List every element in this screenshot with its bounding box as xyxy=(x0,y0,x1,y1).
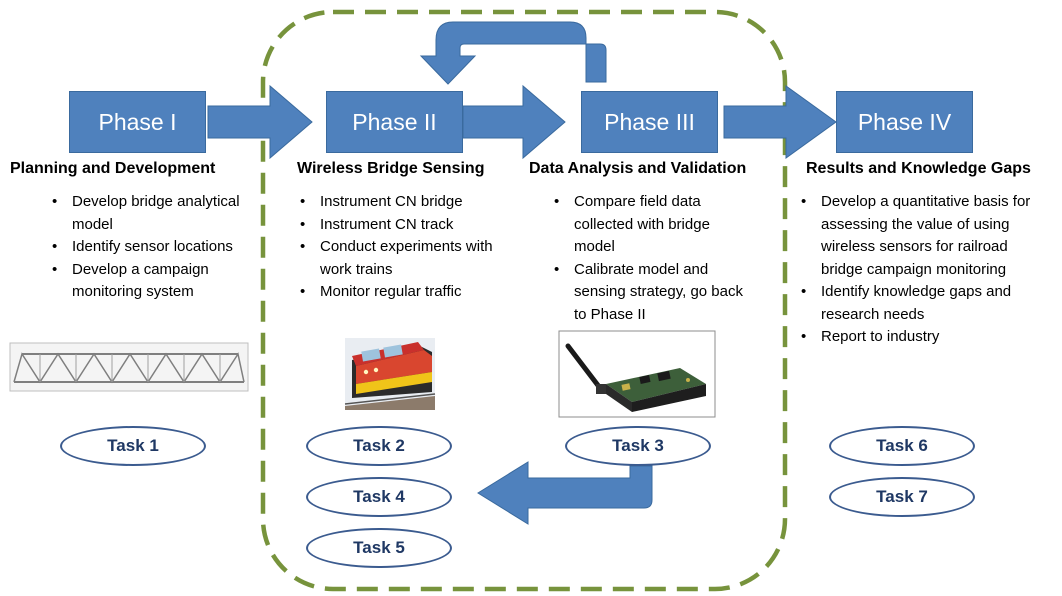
task-6-ellipse: Task 6 xyxy=(829,426,975,466)
phase-1-label: Phase I xyxy=(98,108,177,135)
phase-4-label: Phase IV xyxy=(857,108,952,135)
phase-2-bullets: Instrument CN bridge Instrument CN track… xyxy=(296,191,511,304)
phase-4-bullet: Develop a quantitative basis for assessi… xyxy=(797,191,1037,281)
phase-1-bullet: Identify sensor locations xyxy=(48,236,248,259)
truss-bridge-illustration xyxy=(9,342,249,392)
phase-4-bullet: Identify knowledge gaps and research nee… xyxy=(797,281,1037,326)
phase-2-bullet: Conduct experiments with work trains xyxy=(296,236,511,281)
phase-group-dashed-border xyxy=(260,9,788,592)
task-5-ellipse: Task 5 xyxy=(306,528,452,568)
arrow-task3-to-task4 xyxy=(477,461,653,525)
train-locomotive-illustration xyxy=(344,338,436,410)
phase-2-bullet: Instrument CN bridge xyxy=(296,191,511,214)
task-4-ellipse: Task 4 xyxy=(306,477,452,517)
phase-1-bullets: Develop bridge analytical model Identify… xyxy=(48,191,248,304)
task-7-ellipse: Task 7 xyxy=(829,477,975,517)
phase-4-heading: Results and Knowledge Gaps xyxy=(806,160,1031,177)
phase-1-bullet: Develop bridge analytical model xyxy=(48,191,248,236)
task-2-ellipse: Task 2 xyxy=(306,426,452,466)
phase-2-bullet: Monitor regular traffic xyxy=(296,281,511,304)
phase-1-bullet: Develop a campaign monitoring system xyxy=(48,259,248,304)
phase-4-bullet: Report to industry xyxy=(797,326,1037,349)
phase-2-bullet: Instrument CN track xyxy=(296,214,511,237)
phase-3-bullets: Compare field data collected with bridge… xyxy=(550,191,750,326)
phase-3-label: Phase III xyxy=(604,108,695,135)
phase-4-box: Phase IV xyxy=(836,91,973,153)
arrow-feedback-phase3-to-phase2 xyxy=(419,21,607,85)
phase-3-box: Phase III xyxy=(581,91,718,153)
phase-4-bullets: Develop a quantitative basis for assessi… xyxy=(797,191,1037,349)
phase-2-box: Phase II xyxy=(326,91,463,153)
phase-2-label: Phase II xyxy=(352,108,437,135)
phase-3-heading: Data Analysis and Validation xyxy=(529,160,747,177)
phase-1-box: Phase I xyxy=(69,91,206,153)
phase-1-heading: Planning and Development xyxy=(10,160,216,177)
phase-2-heading: Wireless Bridge Sensing xyxy=(297,160,485,177)
arrow-phase1-to-phase2 xyxy=(207,84,313,160)
task-1-ellipse: Task 1 xyxy=(60,426,206,466)
wireless-sensor-board-illustration xyxy=(558,330,716,418)
arrow-phase3-to-phase4 xyxy=(723,85,837,159)
task-3-ellipse: Task 3 xyxy=(565,426,711,466)
phase-3-bullet: Calibrate model and sensing strategy, go… xyxy=(550,259,750,327)
arrow-phase2-to-phase3 xyxy=(462,84,566,160)
phase-3-bullet: Compare field data collected with bridge… xyxy=(550,191,750,259)
